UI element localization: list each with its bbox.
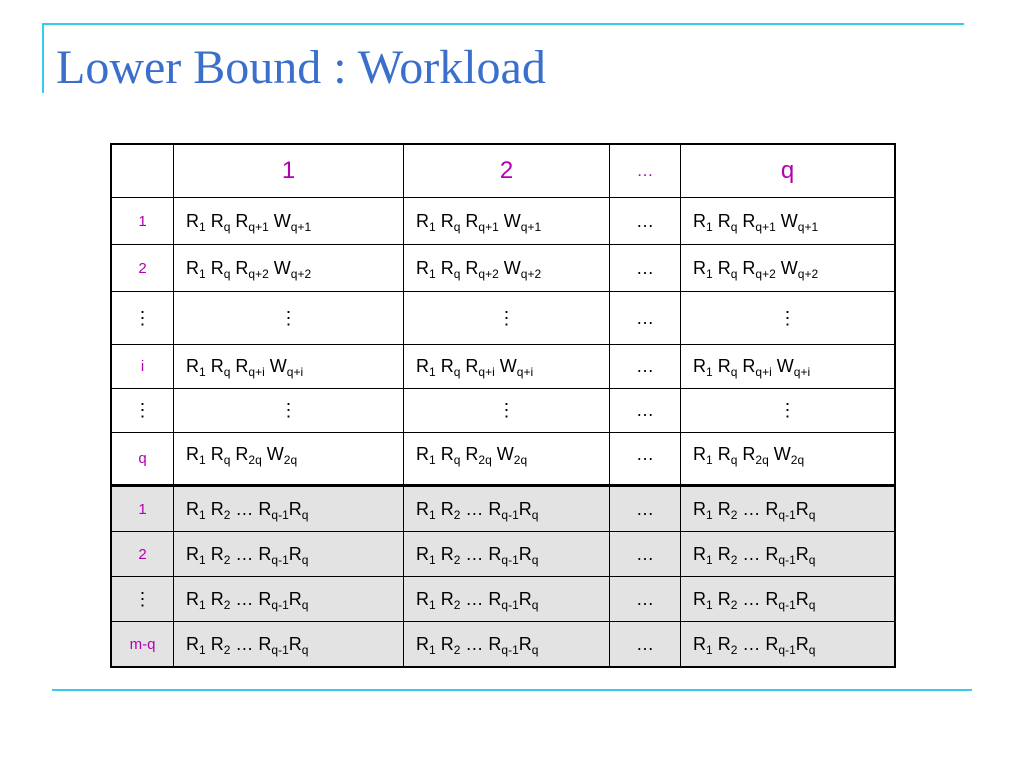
table-cell: R1 R2 … Rq-1Rq (680, 531, 896, 577)
table-cell: R1 R2 … Rq-1Rq (680, 576, 896, 622)
table-row: 1 R1 R2 … Rq-1Rq R1 R2 … Rq-1Rq … R1 R2 … (110, 485, 896, 532)
vertical-ellipsis-cell: ⋮ (680, 291, 896, 345)
footer-rule (52, 689, 972, 691)
table-row: m-q R1 R2 … Rq-1Rq R1 R2 … Rq-1Rq … R1 R… (110, 621, 896, 668)
table-cell: R1 Rq R2q W2q (173, 432, 404, 487)
header-cell-col-2: 2 (403, 143, 610, 198)
row-label: 1 (110, 197, 174, 245)
row-label: ⋮ (110, 576, 174, 622)
table-cell: R1 Rq Rq+1 Wq+1 (680, 197, 896, 245)
table-cell: R1 Rq Rq+2 Wq+2 (680, 244, 896, 292)
ellipsis-cell: … (609, 531, 681, 577)
ellipsis-cell: … (609, 197, 681, 245)
table-cell: R1 R2 … Rq-1Rq (173, 485, 404, 532)
vertical-ellipsis-cell: ⋮ (173, 291, 404, 345)
table-row: q R1 Rq R2q W2q R1 Rq R2q W2q … R1 Rq R2… (110, 432, 896, 487)
slide-title: Lower Bound : Workload (56, 41, 546, 94)
header-row: 1 2 … q (110, 143, 896, 198)
table-cell: R1 Rq Rq+2 Wq+2 (173, 244, 404, 292)
table-cell: R1 R2 … Rq-1Rq (173, 531, 404, 577)
ellipsis-cell: … (609, 388, 681, 433)
table-row: 2 R1 R2 … Rq-1Rq R1 R2 … Rq-1Rq … R1 R2 … (110, 531, 896, 577)
table-cell: R1 Rq Rq+1 Wq+1 (403, 197, 610, 245)
row-label: ⋮ (110, 291, 174, 345)
table-cell: R1 R2 … Rq-1Rq (680, 485, 896, 532)
table-cell: R1 R2 … Rq-1Rq (403, 485, 610, 532)
table-cell: R1 Rq Rq+i Wq+i (173, 344, 404, 389)
vertical-ellipsis-cell: ⋮ (680, 388, 896, 433)
table-row: 1 R1 Rq Rq+1 Wq+1 R1 Rq Rq+1 Wq+1 … R1 R… (110, 197, 896, 245)
header-cell-col-1: 1 (173, 143, 404, 198)
row-label: 1 (110, 485, 174, 532)
table-row: 2 R1 Rq Rq+2 Wq+2 R1 Rq Rq+2 Wq+2 … R1 R… (110, 244, 896, 292)
table-cell: R1 R2 … Rq-1Rq (403, 531, 610, 577)
ellipsis-cell: … (609, 576, 681, 622)
ellipsis-cell: … (609, 485, 681, 532)
row-label: q (110, 432, 174, 487)
row-label: 2 (110, 244, 174, 292)
table-cell: R1 R2 … Rq-1Rq (403, 576, 610, 622)
row-label: 2 (110, 531, 174, 577)
vertical-ellipsis-cell: ⋮ (173, 388, 404, 433)
ellipsis-cell: … (609, 621, 681, 668)
table-row: ⋮ R1 R2 … Rq-1Rq R1 R2 … Rq-1Rq … R1 R2 … (110, 576, 896, 622)
table-cell: R1 R2 … Rq-1Rq (680, 621, 896, 668)
table-row: ⋮ ⋮ ⋮ … ⋮ (110, 291, 896, 345)
workload-table: 1 2 … q 1 R1 Rq Rq+1 Wq+1 R1 Rq Rq+1 Wq+… (110, 143, 896, 668)
table-cell: R1 R2 … Rq-1Rq (403, 621, 610, 668)
table-cell: R1 Rq Rq+1 Wq+1 (173, 197, 404, 245)
title-rule-top (42, 23, 964, 25)
row-label: m-q (110, 621, 174, 668)
header-cell-col-ellipsis: … (609, 143, 681, 198)
table-cell: R1 R2 … Rq-1Rq (173, 576, 404, 622)
table-cell: R1 Rq Rq+i Wq+i (403, 344, 610, 389)
vertical-ellipsis-cell: ⋮ (403, 388, 610, 433)
table-cell: R1 R2 … Rq-1Rq (173, 621, 404, 668)
header-cell-corner (110, 143, 174, 198)
ellipsis-cell: … (609, 344, 681, 389)
table-cell: R1 Rq R2q W2q (680, 432, 896, 487)
title-rule-left (42, 23, 44, 93)
row-label: i (110, 344, 174, 389)
ellipsis-cell: … (609, 244, 681, 292)
ellipsis-cell: … (609, 291, 681, 345)
vertical-ellipsis-cell: ⋮ (403, 291, 610, 345)
table-row: i R1 Rq Rq+i Wq+i R1 Rq Rq+i Wq+i … R1 R… (110, 344, 896, 389)
table-cell: R1 Rq Rq+i Wq+i (680, 344, 896, 389)
ellipsis-cell: … (609, 432, 681, 487)
row-label: ⋮ (110, 388, 174, 433)
table-row: ⋮ ⋮ ⋮ … ⋮ (110, 388, 896, 433)
header-cell-col-q: q (680, 143, 896, 198)
table-cell: R1 Rq Rq+2 Wq+2 (403, 244, 610, 292)
table-cell: R1 Rq R2q W2q (403, 432, 610, 487)
